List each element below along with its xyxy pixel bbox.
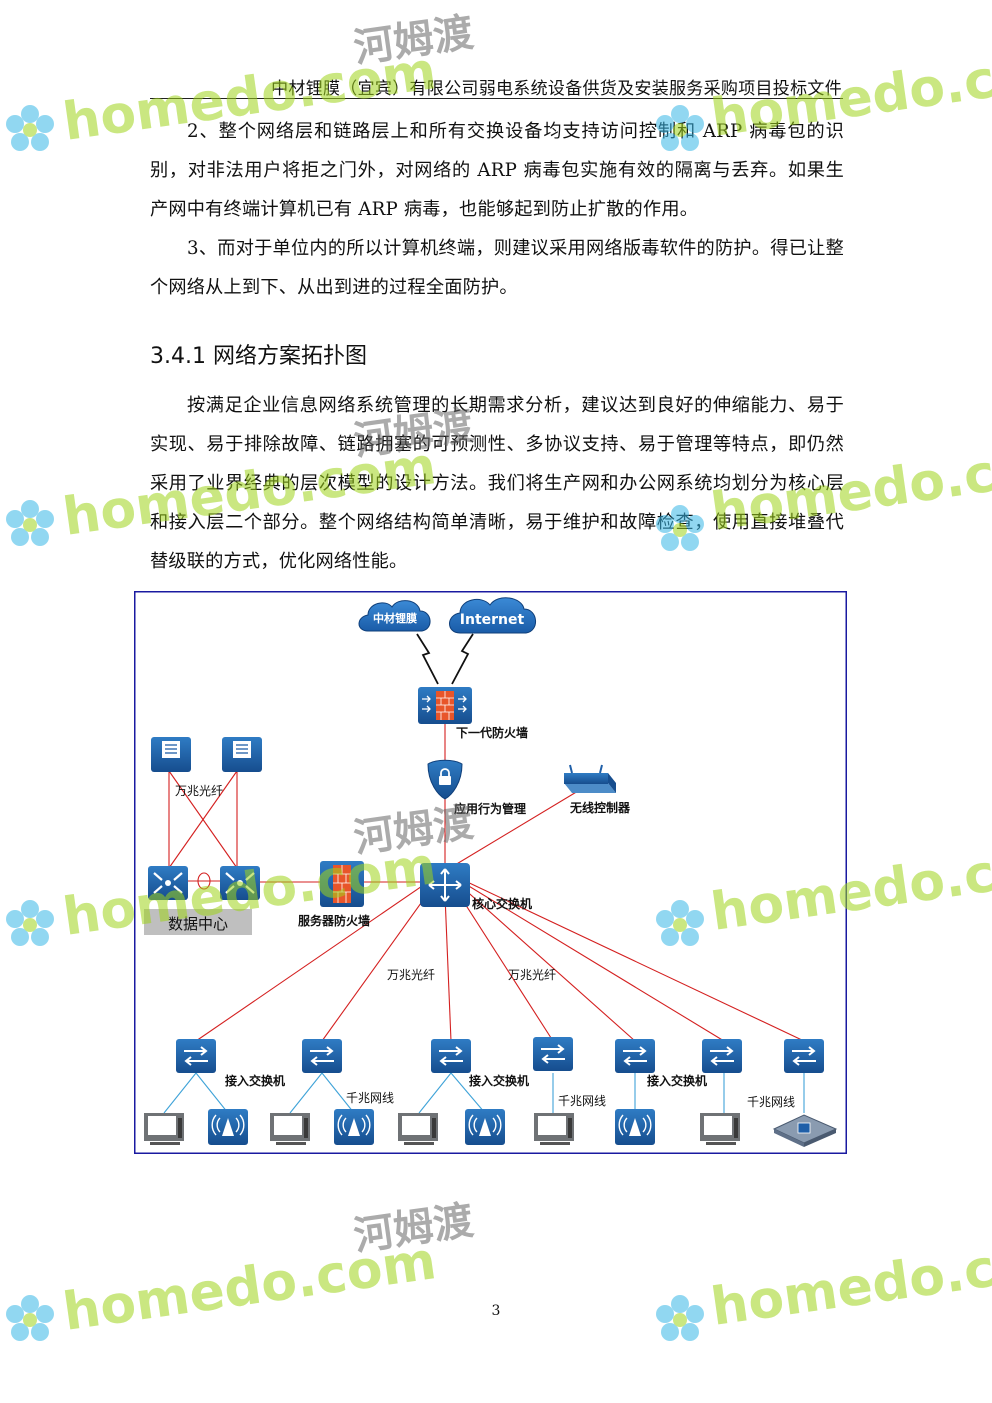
cloud-company-label: 中材锂膜 [373,611,417,625]
access-switch-icon [784,1039,824,1073]
watermark-brand-cn: 河姆渡 [351,1198,476,1260]
fiber-label-left: 万兆光纤 [387,968,435,982]
computer-icon [534,1113,574,1145]
watermark-logo-icon [6,500,54,546]
watermark-logo-icon [6,105,54,151]
next-gen-firewall-label: 下一代防火墙 [456,725,528,740]
datacenter-switch-icon [220,866,260,900]
server-firewall-label: 服务器防火墙 [298,913,370,928]
behavior-management-label: 应用行为管理 [454,801,526,816]
access-switch-icon [533,1037,573,1071]
paragraph-antivirus: 3、而对于单位内的所以计算机终端，则建议采用网络版毒软件的防护。得已让整个网络从… [150,238,844,298]
computer-icon [700,1113,740,1145]
cloud-internet-label: Internet [460,612,525,628]
core-switch-icon [420,863,470,907]
wireless-controller-label: 无线控制器 [569,800,631,815]
internet-cloud-icon: Internet [449,597,536,634]
gigabit-label-2: 千兆网线 [558,1094,606,1108]
datacenter-fiber-label: 万兆光纤 [175,784,223,798]
watermark-brand-cn: 河姆渡 [351,10,476,72]
computer-icon [270,1113,310,1145]
access-switch-icon [302,1039,342,1073]
server-icon [222,737,262,772]
access-switches [176,1037,824,1073]
wireless-ap-icon [334,1109,374,1145]
header-rule [150,98,843,99]
wireless-controller-icon [564,764,616,793]
paragraph-arp: 2、整个网络层和链路层上和所有交换设备均支持访问控制和 ARP 病毒包的识别，对… [150,121,844,220]
network-topology-diagram: 中材锂膜 Internet 下一代防火墙 应用行为管理 无线控制器 [134,591,847,1154]
datacenter-switch-icon [148,866,188,900]
wireless-ap-icon [615,1109,655,1145]
network-appliance-icon [772,1114,838,1147]
fiber-label-right: 万兆光纤 [508,968,556,982]
wireless-ap-icon [465,1109,505,1145]
core-switch-label: 核心交换机 [472,896,532,911]
access-to-terminal-links [163,1072,805,1114]
access-switch-icon [176,1039,216,1073]
computer-icon [144,1113,184,1145]
behavior-management-shield-icon [427,759,463,800]
company-network-cloud-icon: 中材锂膜 [358,600,431,632]
gigabit-label-1: 千兆网线 [346,1091,394,1105]
gigabit-label-3: 千兆网线 [747,1095,795,1109]
access-switch-icon [431,1039,471,1073]
wireless-ap-icon [208,1109,248,1145]
section-heading: 3.4.1 网络方案拓扑图 [150,338,367,370]
section-number: 3.4.1 [150,344,206,369]
computer-icon [398,1113,438,1145]
watermark-brand: homedo.com [707,1226,992,1338]
paragraph-network-design: 按满足企业信息网络系统管理的长期需求分析，建议达到良好的伸缩能力、易于实现、易于… [150,395,844,572]
datacenter-label-bar [144,909,252,935]
section-title-text: 网络方案拓扑图 [212,344,367,369]
server-icon [151,737,191,772]
server-firewall-icon [320,861,364,907]
wireless-access-points [208,1109,655,1145]
access-switch-label-2: 接入交换机 [469,1073,529,1088]
access-switch-label-1: 接入交换机 [225,1073,285,1088]
watermark-logo-icon [6,900,54,946]
document-header: 中材锂膜（宜宾）有限公司弱电系统设备供货及安装服务采购项目投标文件 [271,79,842,99]
watermark-brand: homedo.com [59,1231,439,1343]
next-gen-firewall-icon [418,687,472,724]
access-switch-icon [615,1039,655,1073]
access-switch-icon [702,1039,742,1073]
page-number: 3 [491,1303,501,1319]
access-switch-label-3: 接入交换机 [647,1073,707,1088]
core-uplinks [168,722,584,890]
internet-links [416,633,474,685]
datacenter-label: 数据中心 [168,915,228,933]
terminals [144,1113,740,1145]
diagram-frame [134,591,847,1154]
